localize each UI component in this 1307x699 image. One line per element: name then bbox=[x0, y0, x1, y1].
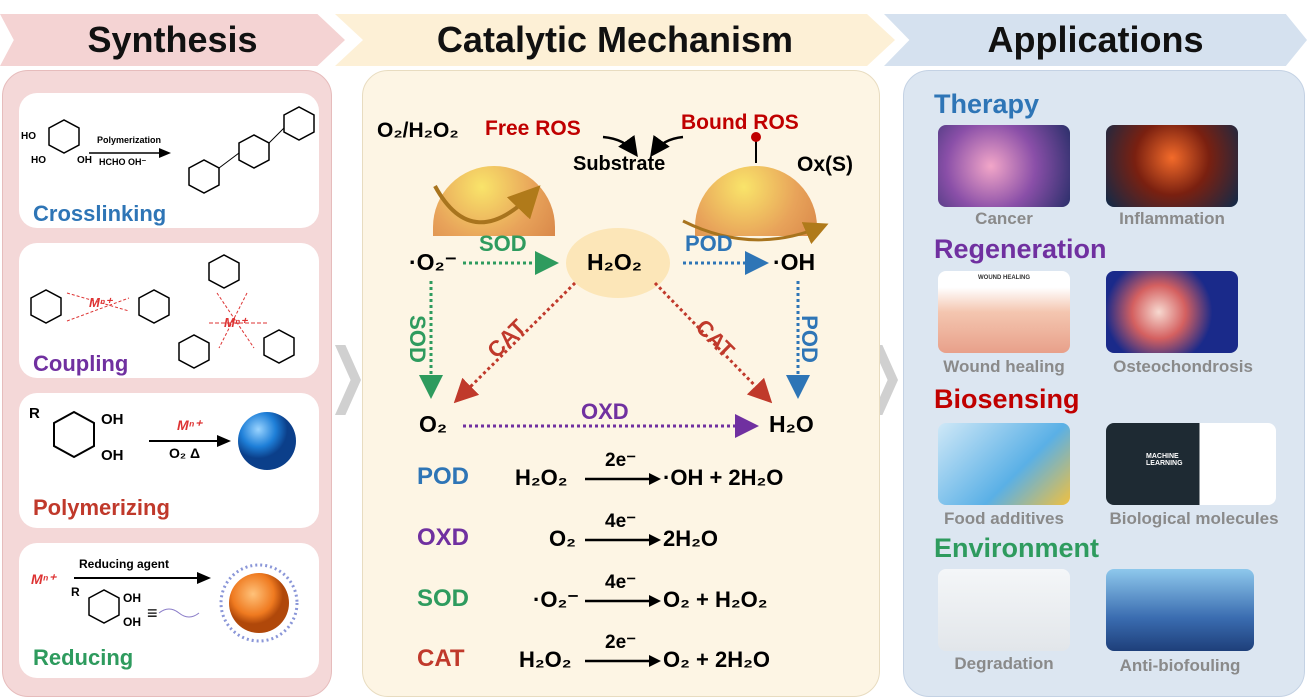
polymerizing-label: Polymerizing bbox=[33, 495, 170, 520]
pod-edge-label: POD bbox=[796, 315, 822, 363]
group-r: R bbox=[71, 585, 80, 599]
crosslinking-structure bbox=[48, 106, 315, 194]
equation-products: 2H₂O bbox=[663, 526, 719, 551]
osteochondrosis-image bbox=[1106, 271, 1238, 353]
metal-ion: Mⁿ⁺ bbox=[89, 295, 112, 310]
group-r: R bbox=[29, 405, 40, 422]
mechanism-arrows bbox=[419, 132, 829, 667]
inflammation-caption: Inflammation bbox=[1119, 209, 1225, 228]
equation-reactant: H₂O₂ bbox=[519, 647, 572, 672]
polymerizing-structure bbox=[53, 410, 296, 470]
biological-molecules-image: MACHINE LEARNING bbox=[1106, 423, 1276, 505]
synthesis-panel: HO HO OH Polymerization HCHO OH⁻ Crossli… bbox=[2, 70, 332, 697]
synthesis-header: Synthesis bbox=[0, 14, 345, 66]
equation-enzyme: SOD bbox=[417, 585, 470, 612]
equation-products: ·OH + 2H₂O bbox=[663, 465, 784, 490]
o2-node: O₂ bbox=[419, 411, 448, 437]
product-label: Ox(S) bbox=[797, 153, 854, 176]
superoxide-node: ·O₂⁻ bbox=[409, 249, 457, 275]
bound-ros-label: Bound ROS bbox=[681, 111, 799, 134]
environment-heading: Environment bbox=[934, 533, 1100, 563]
synthesis-title: Synthesis bbox=[87, 19, 258, 60]
regeneration-heading: Regeneration bbox=[934, 234, 1107, 264]
equation-products: O₂ + 2H₂O bbox=[663, 647, 770, 672]
hydroxyl-node: ·OH bbox=[773, 249, 816, 275]
reducing-label: Reducing bbox=[33, 645, 134, 670]
equation-electrons: 4e⁻ bbox=[605, 572, 637, 593]
mechanism-title: Catalytic Mechanism bbox=[436, 19, 794, 60]
h2o2-node: H₂O₂ bbox=[587, 249, 642, 275]
free-ros-label: Free ROS bbox=[485, 117, 581, 140]
polymerizing-box: R OH OH Mⁿ⁺ O₂ Δ Polymerizing bbox=[19, 393, 319, 528]
wound-healing-caption: Wound healing bbox=[943, 357, 1065, 376]
equation-electrons: 4e⁻ bbox=[605, 511, 637, 532]
reducing-structure: ≡ bbox=[74, 563, 299, 643]
oxd-edge-label: OXD bbox=[581, 399, 629, 424]
group-oh: OH bbox=[123, 615, 141, 629]
conditions-label: O₂ Δ bbox=[169, 445, 201, 461]
wound-healing-image: WOUND HEALING bbox=[938, 271, 1070, 353]
equation-products: O₂ + H₂O₂ bbox=[663, 587, 768, 612]
equation-enzyme: CAT bbox=[417, 645, 465, 672]
group-oh: OH bbox=[123, 591, 141, 605]
equation-electrons: 2e⁻ bbox=[605, 632, 637, 653]
cancer-caption: Cancer bbox=[975, 209, 1033, 228]
h2o-node: H₂O bbox=[769, 411, 814, 437]
group-ho: HO bbox=[21, 131, 36, 142]
food-additives-image bbox=[938, 423, 1070, 505]
wound-image-text: WOUND HEALING bbox=[978, 275, 1030, 281]
equation-reactant: H₂O₂ bbox=[515, 465, 568, 490]
substrate-label: Substrate bbox=[573, 153, 666, 175]
biological-molecules-caption: Biological molecules bbox=[1109, 509, 1279, 528]
equation-enzyme: POD bbox=[417, 463, 470, 490]
applications-panel: Therapy Cancer Inflammation Regeneration… bbox=[903, 70, 1305, 697]
ml-image-text: MACHINE LEARNING bbox=[1146, 453, 1183, 467]
anti-biofouling-image bbox=[1106, 569, 1254, 651]
group-oh: OH bbox=[101, 447, 124, 464]
coupling-box: Mⁿ⁺ Mⁿ⁺ Coupling bbox=[19, 243, 319, 378]
food-additives-caption: Food additives bbox=[944, 509, 1064, 528]
osteochondrosis-caption: Osteochondrosis bbox=[1113, 357, 1253, 376]
metal-ion: Mⁿ⁺ bbox=[224, 315, 247, 330]
applications-title: Applications bbox=[987, 19, 1204, 60]
metal-ion: Mⁿ⁺ bbox=[177, 417, 202, 433]
reagents-label: HCHO OH⁻ bbox=[99, 157, 147, 167]
metal-ion: Mⁿ⁺ bbox=[31, 571, 56, 587]
crosslinking-box: HO HO OH Polymerization HCHO OH⁻ Crossli… bbox=[19, 93, 319, 228]
coupling-label: Coupling bbox=[33, 351, 129, 376]
equation-enzyme: OXD bbox=[417, 524, 470, 551]
crosslinking-label: Crosslinking bbox=[33, 201, 167, 226]
reactant-label: O₂/H₂O₂ bbox=[377, 119, 459, 142]
pod-edge-label: POD bbox=[685, 231, 733, 256]
equation-reactant: O₂ bbox=[549, 526, 576, 551]
polymerization-label: Polymerization bbox=[97, 135, 162, 145]
group-oh: OH bbox=[77, 155, 92, 166]
coupling-structure bbox=[30, 254, 295, 369]
degradation-image bbox=[938, 569, 1070, 651]
svg-text:≡: ≡ bbox=[147, 603, 158, 623]
inflammation-image bbox=[1106, 125, 1238, 207]
reducing-box: ≡ Mⁿ⁺ Reducing agent R OH OH Reducing bbox=[19, 543, 319, 678]
sod-edge-label: SOD bbox=[479, 231, 527, 256]
mechanism-header: Catalytic Mechanism bbox=[335, 14, 895, 66]
equation-reactant: ·O₂⁻ bbox=[533, 587, 579, 612]
mechanism-panel: O₂/H₂O₂ Free ROS Bound ROS Substrate Ox(… bbox=[362, 70, 880, 697]
sod-edge-label: SOD bbox=[404, 315, 430, 363]
cancer-image bbox=[938, 125, 1070, 207]
chevron-right-icon bbox=[335, 345, 361, 415]
group-oh: OH bbox=[101, 411, 124, 428]
reducing-agent-label: Reducing agent bbox=[79, 557, 170, 571]
applications-header: Applications bbox=[884, 14, 1307, 66]
equation-electrons: 2e⁻ bbox=[605, 450, 637, 471]
group-ho: HO bbox=[31, 155, 46, 166]
therapy-heading: Therapy bbox=[934, 89, 1040, 119]
anti-biofouling-caption: Anti-biofouling bbox=[1119, 656, 1241, 675]
degradation-caption: Degradation bbox=[954, 654, 1054, 673]
biosensing-heading: Biosensing bbox=[934, 384, 1080, 414]
